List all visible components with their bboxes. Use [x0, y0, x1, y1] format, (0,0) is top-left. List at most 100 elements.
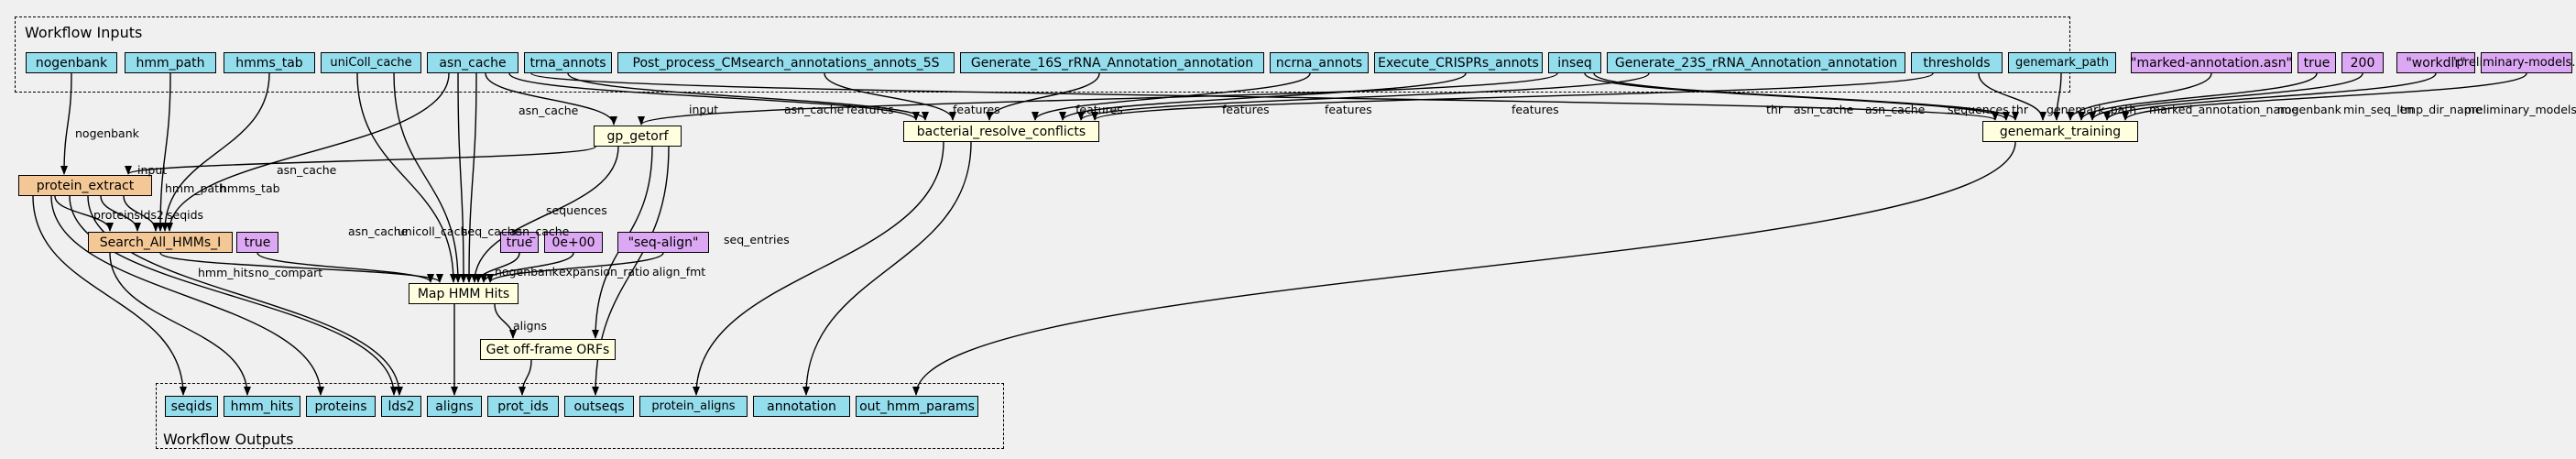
output-outseqs[interactable]: outseqs: [564, 396, 634, 417]
workflow-outputs-cluster: [156, 383, 1004, 449]
step-map-hmm-hits[interactable]: Map HMM Hits: [409, 283, 518, 304]
edge-nogenbank-to-protein-extract: [60, 72, 72, 175]
literal-true-search[interactable]: true: [236, 232, 278, 253]
input-asn-cache[interactable]: asn_cache: [427, 52, 518, 73]
literal-marked-annotation[interactable]: "marked-annotation.asn": [2131, 52, 2292, 73]
edge-label-lds2: lds2: [140, 208, 164, 222]
edge-asn-cache-to-resolve: [508, 72, 920, 121]
edge-nogenbank-to-map: [475, 252, 520, 283]
step-get-offframe-orfs[interactable]: Get off-frame ORFs: [480, 339, 616, 360]
edge-asn-cache-m2: [465, 72, 477, 283]
edge-label-asn-cache-gp: asn_cache: [518, 104, 579, 117]
input-hmm-path[interactable]: hmm_path: [125, 52, 216, 73]
edge-label-seq-entries: seq_entries: [724, 233, 790, 246]
input-execute-crisprs[interactable]: Execute_CRISPRs_annots: [1374, 52, 1543, 73]
edge-to-lds2: [69, 195, 398, 396]
step-protein-extract[interactable]: protein_extract: [18, 175, 152, 196]
edge-label-no-compart: no_compart: [255, 266, 323, 279]
input-unicoll-cache[interactable]: uniColl_cache: [321, 52, 421, 73]
edge-to-out-hmm-params: [912, 141, 2016, 396]
edge-label-seq-cache: seq_cache: [462, 224, 522, 238]
edge-label-features-4: features: [1222, 103, 1270, 116]
edge-to-hmm-hits: [109, 252, 251, 396]
output-protein-aligns[interactable]: protein_aligns: [639, 396, 748, 417]
output-prot-ids[interactable]: prot_ids: [487, 396, 559, 417]
edge-label-tmp-dir-name: tmp_dir_name: [2400, 103, 2483, 116]
edge-label-unicoll-cache: unicoll_cache: [398, 224, 475, 238]
edge-seq-cache-to-map: [457, 72, 467, 283]
edge-to-prot-ids: [518, 359, 532, 396]
edge-to-annotation: [802, 141, 972, 396]
input-genemark-path[interactable]: genemark_path: [2008, 52, 2116, 73]
output-out-hmm-params[interactable]: out_hmm_params: [856, 396, 978, 417]
input-generate-23s[interactable]: Generate_23S_rRNA_Annotation_annotation: [1607, 52, 1905, 73]
edge-unicoll-to-map: [393, 72, 462, 283]
edge-label-proteins: proteins: [93, 208, 140, 222]
edge-asn-cache-to-gp: [485, 72, 617, 126]
input-nogenbank[interactable]: nogenbank: [26, 52, 117, 73]
literal-true-map[interactable]: true: [500, 232, 539, 253]
edge-marked-to-genemark: [2067, 72, 2212, 121]
edge-label-align-fmt: align_fmt: [652, 265, 706, 279]
edge-5s-to-resolve: [824, 72, 956, 121]
step-search-all-hmms[interactable]: Search_All_HMMs_I: [88, 232, 233, 253]
edge-label-prelim-name: preliminary_models_name: [2464, 103, 2576, 116]
edge-label-sequences-gm: sequences: [1948, 103, 2009, 116]
edge-to-proteins: [50, 195, 324, 396]
workflow-outputs-label: Workflow Outputs: [163, 431, 294, 448]
edge-align-fmt-to-map: [486, 252, 664, 283]
output-seqids[interactable]: seqids: [165, 396, 218, 417]
edge-asn-cache-to-genemark: [530, 72, 1999, 121]
edge-label-asn-cache-search: asn_cache: [277, 163, 337, 177]
edge-thr-to-genemark: [1978, 72, 2047, 121]
edge-label-features-6: features: [1512, 103, 1559, 116]
output-lds2[interactable]: lds2: [381, 396, 421, 417]
input-thresholds[interactable]: thresholds: [1911, 52, 2003, 73]
literal-workdir[interactable]: "workdir": [2396, 52, 2475, 73]
input-trna-annots[interactable]: trna_annots: [524, 52, 612, 73]
literal-200[interactable]: 200: [2341, 52, 2384, 73]
edge-asn-cache-to-search: [166, 72, 450, 232]
edge-seqids-to-search: [123, 195, 159, 232]
input-inseq[interactable]: inseq: [1548, 52, 1601, 73]
input-ncrna-annots[interactable]: ncrna_annots: [1270, 52, 1369, 73]
edge-label-features-2: features: [953, 103, 1000, 116]
step-bacterial-resolve-conflicts[interactable]: bacterial_resolve_conflicts: [903, 121, 1099, 142]
edge-label-sequences: sequences: [546, 203, 607, 217]
edge-label-expansion-ratio: expansion_ratio: [559, 265, 650, 279]
edge-label-asn-cache-resolve: asn_cache: [784, 103, 845, 116]
edge-genemark-path: [2053, 72, 2062, 121]
literal-seq-align[interactable]: "seq-align": [617, 232, 709, 253]
output-hmm-hits[interactable]: hmm_hits: [224, 396, 300, 417]
edge-label-nogenbank: nogenbank: [75, 126, 139, 140]
step-gp-getorf[interactable]: gp_getorf: [594, 126, 682, 147]
edge-label-features-3: features: [1075, 103, 1123, 116]
input-generate-16s[interactable]: Generate_16S_rRNA_Annotation_annotation: [960, 52, 1264, 73]
literal-preliminary-models[interactable]: "preliminary-models.asn": [2451, 52, 2576, 73]
input-post-process-cmsearch[interactable]: Post_process_CMsearch_annotations_annots…: [617, 52, 955, 73]
edge-to-protein-aligns: [693, 141, 944, 396]
edge-sequences-to-genemark: [1593, 72, 2019, 121]
edge-proteins-to-search: [54, 195, 114, 232]
edge-label-genemark-path: genemark_path: [2047, 103, 2137, 116]
edge-label-features-1: features: [846, 103, 894, 116]
edge-gp-getorf-to-protein-extract: [125, 146, 596, 175]
edge-label-seqids: seqids: [167, 208, 204, 222]
edge-16s-to-resolve: [986, 72, 1100, 121]
output-annotation[interactable]: annotation: [753, 396, 850, 417]
edge-label-marked-name: marked_annotation_name: [2149, 103, 2299, 116]
edge-label-thr-gm: thr: [2012, 103, 2028, 116]
output-proteins[interactable]: proteins: [306, 396, 376, 417]
literal-true-genemark[interactable]: true: [2298, 52, 2336, 73]
output-aligns[interactable]: aligns: [427, 396, 482, 417]
step-genemark-training[interactable]: genemark_training: [1982, 121, 2138, 142]
input-hmms-tab[interactable]: hmms_tab: [224, 52, 315, 73]
edge-input-to-gp: [638, 72, 1558, 126]
literal-zero[interactable]: 0e+00: [544, 232, 603, 253]
edge-label-min-seq-len: min_seq_len: [2343, 103, 2415, 116]
edge-label-asn-cache-gm2: asn_cache: [1865, 103, 1926, 116]
workflow-inputs-label: Workflow Inputs: [25, 24, 143, 41]
edge-trna-to-resolve: [567, 72, 929, 121]
